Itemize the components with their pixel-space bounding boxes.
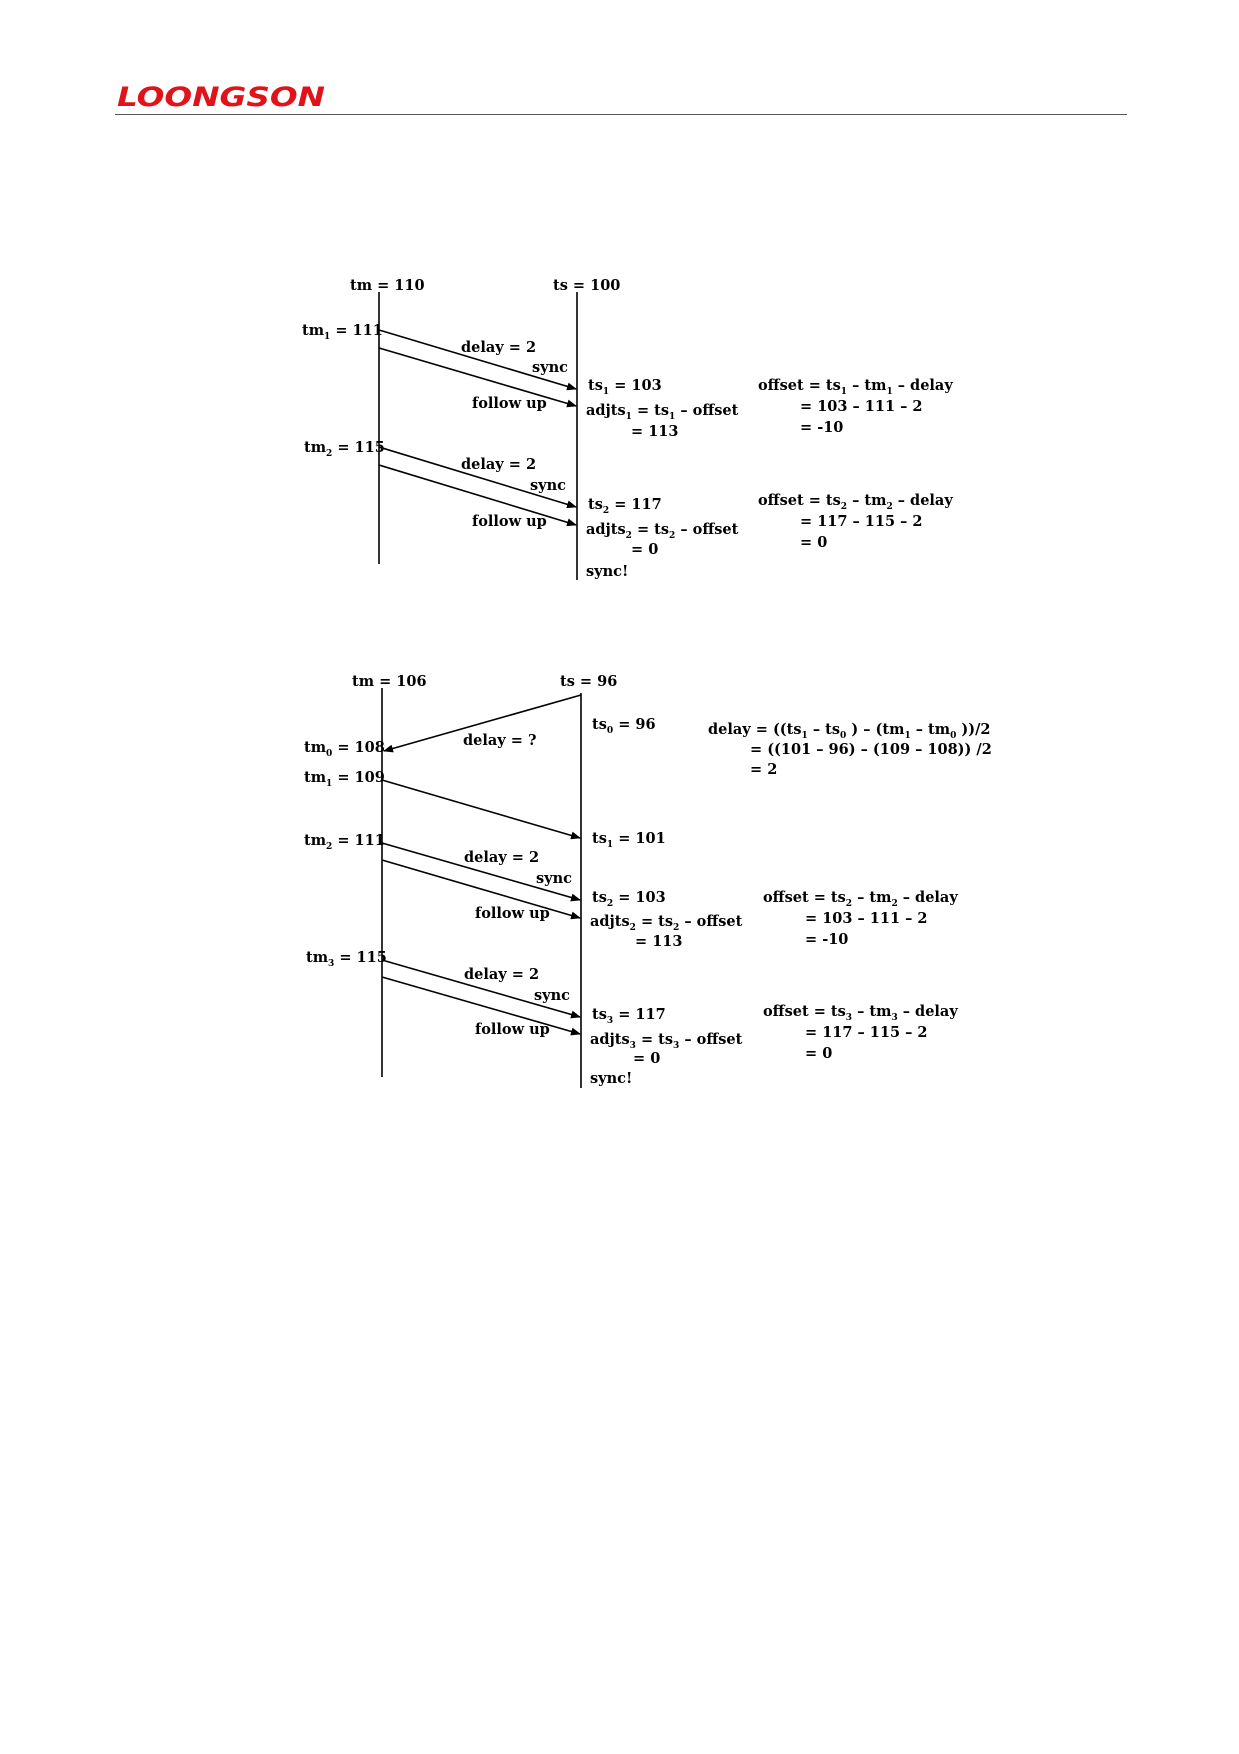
slave-clock-label: ts = 100 <box>553 277 620 294</box>
offset-substitution: = 103 – 111 – 2 <box>805 910 928 927</box>
sync-arrow <box>378 329 577 391</box>
header-divider <box>115 114 1127 115</box>
offset-result: = -10 <box>805 931 848 948</box>
delay-unknown-label: delay = ? <box>463 732 536 749</box>
sync-label: sync <box>532 359 568 376</box>
follow-up-arrow <box>378 464 577 527</box>
delay-formula: delay = ((ts1 – ts0 ) – (tm1 – tm0 ))/2 <box>708 721 991 741</box>
adjusted-timestamp-label: adjts1 = ts1 – offset <box>586 402 739 422</box>
sync-label: sync <box>536 870 572 887</box>
adjusted-timestamp-value: = 0 <box>631 541 658 558</box>
delay-request-arrow <box>383 694 582 753</box>
sync-label: sync <box>534 987 570 1004</box>
sync-arrow <box>381 842 581 902</box>
slave-timestamp-label: ts1 = 101 <box>592 830 666 850</box>
diagram-1: tm = 110 ts = 100 tm1 = 111 delay = 2 sy… <box>302 277 953 580</box>
offset-result: = -10 <box>800 419 843 436</box>
follow-up-arrow <box>381 859 581 920</box>
offset-formula: offset = ts2 – tm2 – delay <box>763 889 958 909</box>
sync-label: sync <box>530 477 566 494</box>
diagram-2: tm = 106 ts = 96 ts0 = 96 delay = ? dela… <box>304 673 992 1088</box>
adjusted-timestamp-label: adjts3 = ts3 – offset <box>590 1031 743 1051</box>
delay-result: = 2 <box>750 761 777 778</box>
loongson-logo: LOONGSON <box>117 82 325 112</box>
slave-timestamp-label: ts0 = 96 <box>592 716 656 736</box>
master-clock-label: tm = 110 <box>350 277 425 294</box>
delay-label: delay = 2 <box>461 339 536 356</box>
slave-timestamp-label: ts2 = 117 <box>588 496 662 516</box>
offset-substitution: = 103 – 111 – 2 <box>800 398 923 415</box>
logo-text: LOONGSON <box>117 82 325 112</box>
adjusted-timestamp-value: = 0 <box>633 1050 660 1067</box>
slave-timestamp-label: ts2 = 103 <box>592 889 666 909</box>
sync-complete-label: sync! <box>590 1070 632 1087</box>
offset-result: = 0 <box>805 1045 832 1062</box>
slave-timestamp-label: ts1 = 103 <box>588 377 662 397</box>
follow-up-arrow <box>378 347 577 408</box>
adjusted-timestamp-label: adjts2 = ts2 – offset <box>586 521 739 541</box>
offset-formula: offset = ts1 – tm1 – delay <box>758 377 953 397</box>
delay-response-arrow <box>381 779 581 840</box>
offset-formula: offset = ts3 – tm3 – delay <box>763 1003 958 1023</box>
delay-label: delay = 2 <box>461 456 536 473</box>
follow-up-label: follow up <box>472 395 547 412</box>
offset-result: = 0 <box>800 534 827 551</box>
adjusted-timestamp-value: = 113 <box>635 933 682 950</box>
follow-up-arrow <box>381 976 581 1036</box>
sync-arrow <box>378 446 577 509</box>
delay-label: delay = 2 <box>464 849 539 866</box>
offset-substitution: = 117 – 115 – 2 <box>800 513 923 530</box>
slave-timestamp-label: ts3 = 117 <box>592 1006 666 1026</box>
follow-up-label: follow up <box>475 1021 550 1038</box>
master-timestamp-label: tm0 = 108 <box>304 739 385 759</box>
delay-substitution: = ((101 – 96) – (109 – 108)) /2 <box>750 741 992 758</box>
master-timestamp-label: tm3 = 115 <box>306 949 387 969</box>
offset-formula: offset = ts2 – tm2 – delay <box>758 492 953 512</box>
master-timestamp-label: tm1 = 111 <box>302 322 383 342</box>
master-clock-label: tm = 106 <box>352 673 427 690</box>
adjusted-timestamp-label: adjts2 = ts2 – offset <box>590 913 743 933</box>
follow-up-label: follow up <box>475 905 550 922</box>
offset-substitution: = 117 – 115 – 2 <box>805 1024 928 1041</box>
master-timestamp-label: tm1 = 109 <box>304 769 385 789</box>
master-timestamp-label: tm2 = 111 <box>304 832 385 852</box>
follow-up-label: follow up <box>472 513 547 530</box>
adjusted-timestamp-value: = 113 <box>631 423 678 440</box>
slave-clock-label: ts = 96 <box>560 673 617 690</box>
delay-label: delay = 2 <box>464 966 539 983</box>
sync-complete-label: sync! <box>586 563 628 580</box>
sync-arrow <box>381 959 581 1019</box>
master-timestamp-label: tm2 = 115 <box>304 439 385 459</box>
